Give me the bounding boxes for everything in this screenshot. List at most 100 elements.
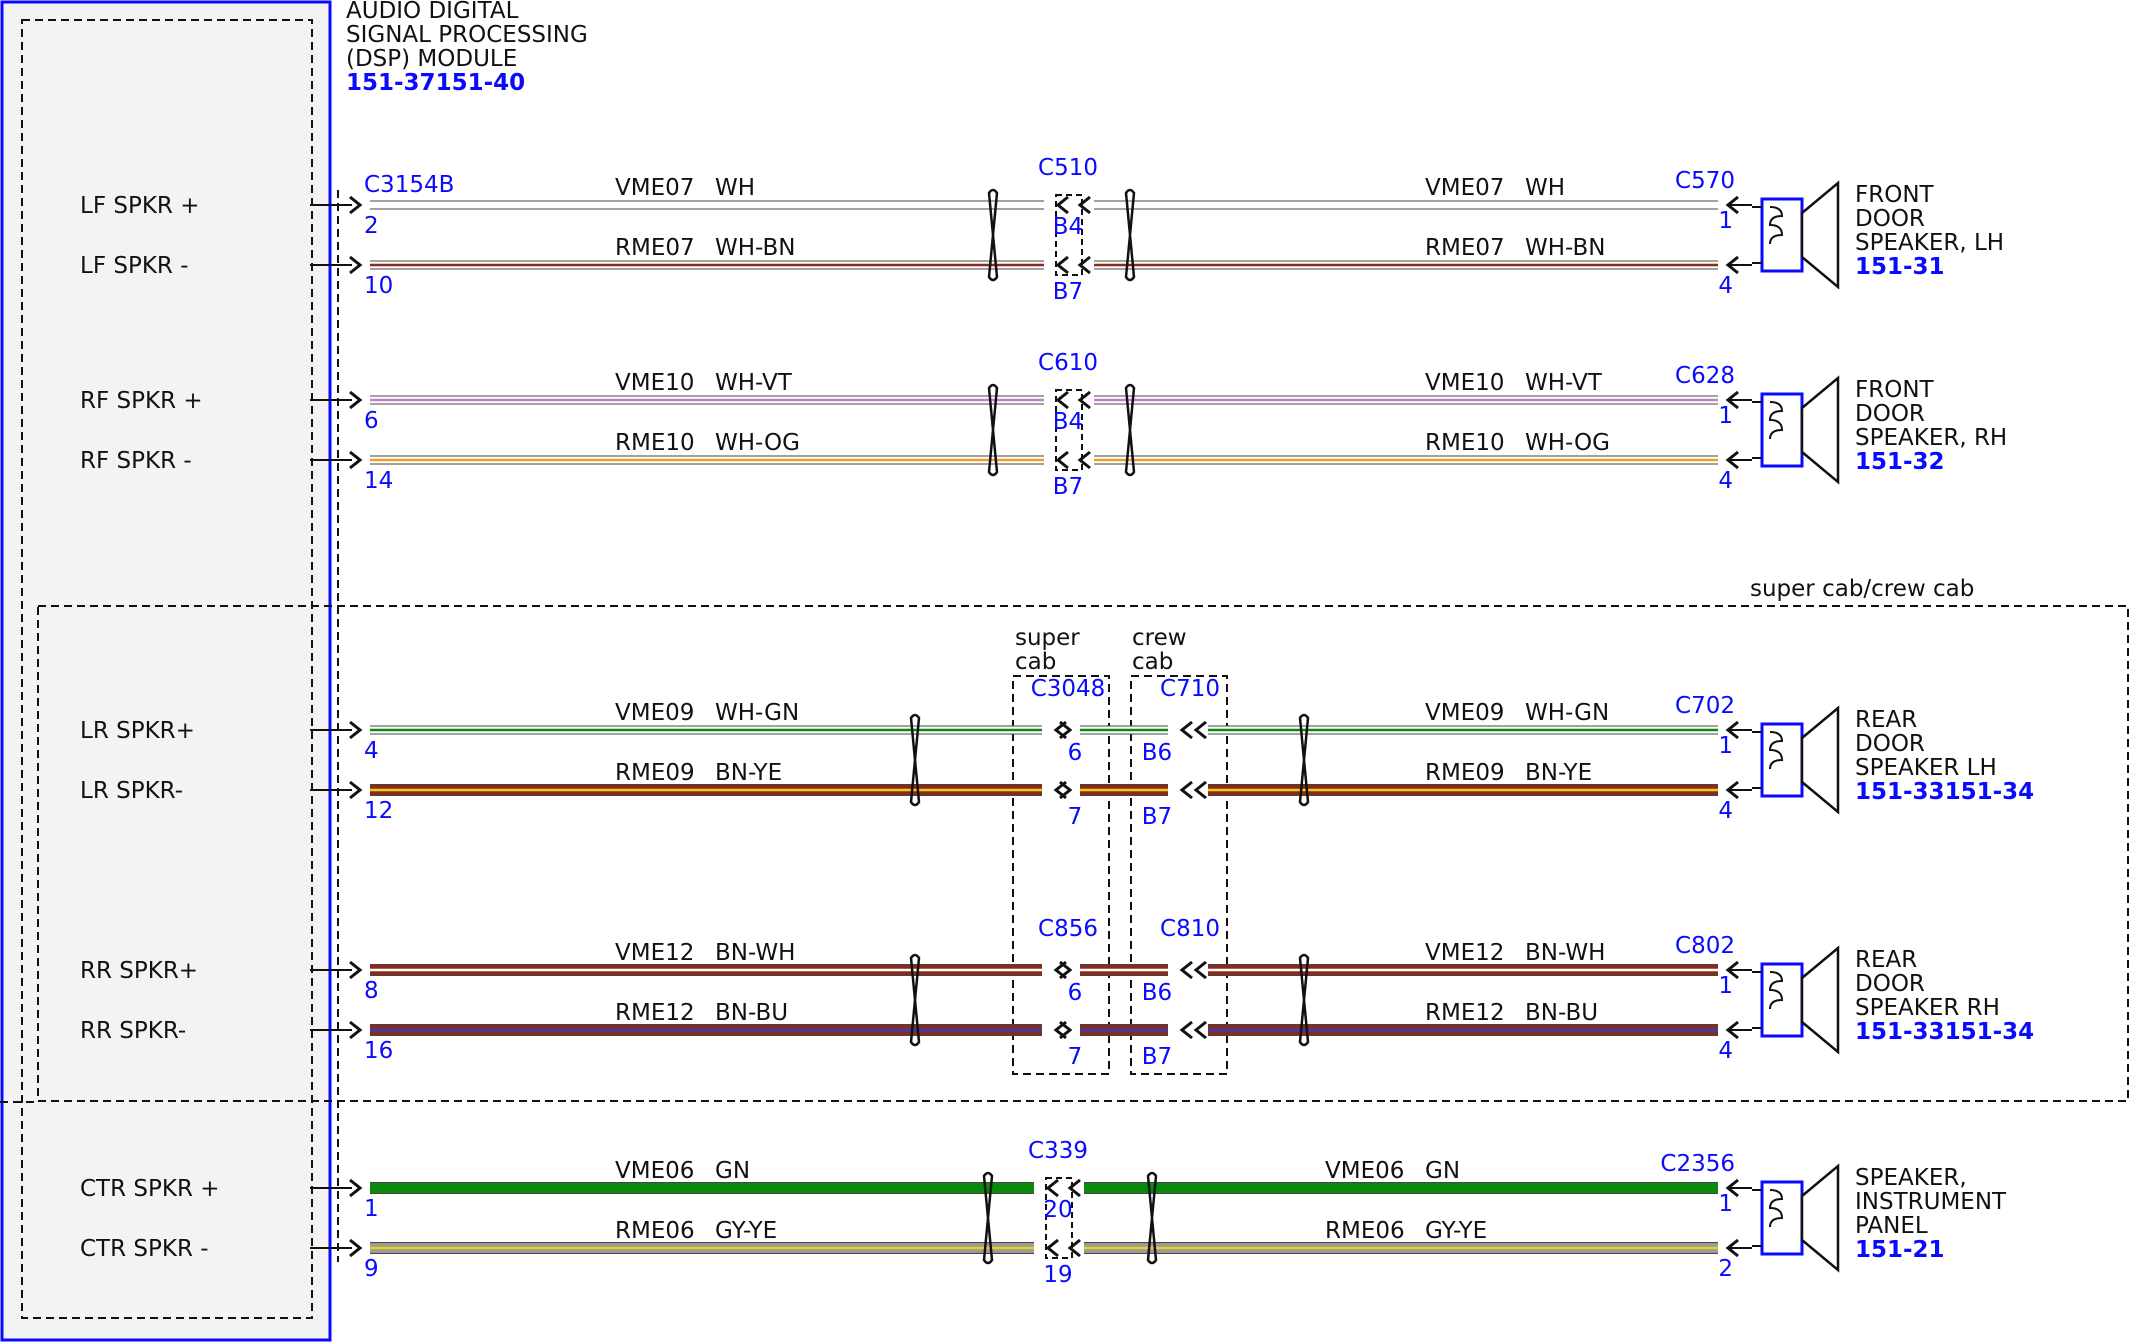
color-label-left: BN-BU [715, 1000, 788, 1026]
speaker-label-1: REAR [1855, 707, 1917, 733]
terminal-chevron [1179, 1020, 1193, 1040]
zone-label: super cab/crew cab [1750, 576, 1974, 602]
twisted-pair-symbol [1298, 953, 1310, 1047]
right-connector-label: C702 [1675, 693, 1735, 719]
right-pin-number: 1 [1718, 733, 1733, 759]
mid-pin-number: B7 [1053, 474, 1083, 500]
color-label-right: BN-WH [1525, 940, 1605, 966]
terminal-chevron [1067, 1178, 1081, 1198]
terminal-chevron [1193, 780, 1207, 800]
mid-connector-b-label: C810 [1160, 916, 1220, 942]
signal-label: RR SPKR+ [80, 958, 198, 984]
signal-label: CTR SPKR + [80, 1176, 220, 1202]
color-label-right: WH-BN [1525, 235, 1606, 261]
right-pin-number: 1 [1718, 208, 1733, 234]
speaker-label-2: DOOR [1855, 206, 1925, 232]
terminal-chevron [1045, 1238, 1059, 1258]
terminal-chevron [1179, 780, 1193, 800]
color-label-right: GN [1425, 1158, 1460, 1184]
color-label-right: GY-YE [1425, 1218, 1487, 1244]
left-pin-number: 2 [364, 213, 379, 239]
color-label-left: WH-OG [715, 430, 800, 456]
speaker-label-3: SPEAKER RH [1855, 995, 2000, 1021]
mid-pin-number: B4 [1053, 214, 1083, 240]
speaker-symbol [1752, 945, 1840, 1055]
terminal-chevron [1077, 195, 1091, 215]
left-pin-number: 16 [364, 1038, 393, 1064]
mid-connector-label: C610 [1038, 350, 1098, 376]
terminal-chevron [349, 780, 363, 800]
speaker-cone [1800, 1163, 1840, 1273]
circuit-label-right: RME12 [1425, 1000, 1505, 1026]
mid-pin-b-number: B7 [1142, 1044, 1172, 1070]
terminal-chevron [1055, 450, 1069, 470]
terminal-chevron [349, 1178, 363, 1198]
mid-pin-a-number: 6 [1068, 740, 1083, 766]
circuit-label-right: VME10 [1425, 370, 1504, 396]
circuit-label-left: RME10 [615, 430, 695, 456]
speaker-label-3: SPEAKER, RH [1855, 425, 2007, 451]
speaker-label-3: SPEAKER, LH [1855, 230, 2004, 256]
terminal-chevron [349, 450, 363, 470]
color-label-left: WH-VT [715, 370, 793, 396]
circuit-label-right: VME07 [1425, 175, 1504, 201]
speaker-symbol [1752, 375, 1840, 485]
mid-connector-label: C510 [1038, 155, 1098, 181]
terminal-chevron [349, 960, 363, 980]
circuit-label-left: VME07 [615, 175, 694, 201]
right-pin-number: 4 [1718, 273, 1733, 299]
mid-pin-number: B4 [1053, 409, 1083, 435]
twisted-pair-symbol [987, 188, 999, 282]
terminal-chevron [1193, 1020, 1207, 1040]
crew-cab-label-1: crew [1132, 625, 1187, 651]
mid-connector-label: C339 [1028, 1138, 1088, 1164]
terminal-chevron [1045, 1178, 1059, 1198]
signal-label: LR SPKR+ [80, 718, 195, 744]
terminal-chevron [1055, 195, 1069, 215]
speaker-ref: 151-33151-34 [1855, 779, 2034, 805]
speaker-label-1: FRONT [1855, 377, 1935, 403]
circuit-label-left: VME10 [615, 370, 694, 396]
right-pin-number: 4 [1718, 468, 1733, 494]
speaker-coil [1768, 971, 1784, 1010]
signal-label: RF SPKR - [80, 448, 192, 474]
speaker-label-1: FRONT [1855, 182, 1935, 208]
speaker-label-2: INSTRUMENT [1855, 1189, 2007, 1215]
mid-connector-a-label: C3048 [1031, 676, 1106, 702]
right-connector-label: C570 [1675, 168, 1735, 194]
circuit-group-5: SPEAKER,INSTRUMENTPANEL151-21C2356C339CT… [80, 1138, 2007, 1288]
speaker-symbol [1752, 705, 1840, 815]
speaker-symbol [1752, 180, 1840, 290]
terminal-chevron [349, 255, 363, 275]
right-pin-number: 2 [1718, 1256, 1733, 1282]
mid-pin-a-number: 6 [1068, 980, 1083, 1006]
twisted-pair-symbol [909, 953, 921, 1047]
speaker-label-1: REAR [1855, 947, 1917, 973]
speaker-label-3: PANEL [1855, 1213, 1928, 1239]
left-pin-number: 9 [364, 1256, 379, 1282]
color-label-left: WH-GN [715, 700, 799, 726]
color-label-right: WH-GN [1525, 700, 1609, 726]
terminal-chevron [1179, 960, 1193, 980]
module-connector-label: C3154B [364, 172, 454, 198]
color-label-left: WH [715, 175, 755, 201]
speaker-ref: 151-21 [1855, 1237, 1945, 1263]
circuit-label-left: RME06 [615, 1218, 695, 1244]
circuit-label-right: VME06 [1325, 1158, 1404, 1184]
circuit-label-left: VME09 [615, 700, 694, 726]
right-pin-number: 1 [1718, 403, 1733, 429]
circuit-label-right: RME09 [1425, 760, 1505, 786]
speaker-coil [1768, 1189, 1784, 1228]
mid-pin-number: 20 [1043, 1197, 1072, 1223]
twisted-pair-symbol [1298, 713, 1310, 807]
color-label-right: WH [1525, 175, 1565, 201]
